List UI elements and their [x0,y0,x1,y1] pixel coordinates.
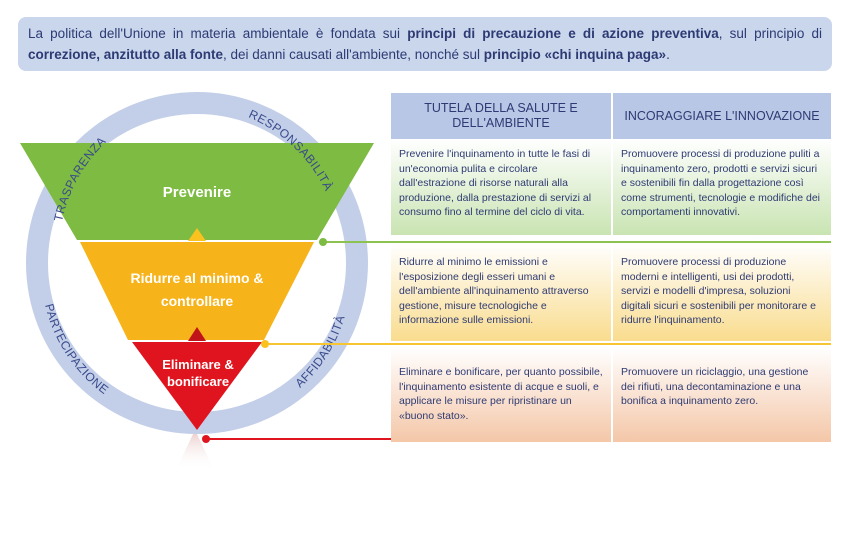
banner-text-2: , sul principio di [718,26,823,41]
level-2-label-line2: controllare [161,293,234,309]
cell-eliminate-health: Eliminare e bonificare, per quanto possi… [399,366,603,422]
table-row: Prevenire l'inquinamento in tutte le fas… [391,139,831,235]
cell-eliminate-innovation: Promuovere un riciclaggio, una gestione … [611,347,831,442]
banner-text-3: , dei danni causati all'ambiente, nonché… [223,47,484,62]
marker-triangle-bottom [188,327,206,341]
cell-prevent-health: Prevenire l'inquinamento in tutte le fas… [399,148,592,218]
banner-bold-2: correzione, anzitutto alla fonte [28,47,224,62]
measures-table: TUTELA DELLA SALUTE E DELL'AMBIENTE INCO… [391,93,831,442]
connector-red-dot [202,435,210,443]
level-3-label-line2: bonificare [167,374,229,389]
banner-bold-3: principio «chi inquina paga» [483,47,667,62]
intro-banner: La politica dell'Unione in materia ambie… [18,17,832,71]
connector-green-dot [319,238,327,246]
marker-triangle-top [188,228,206,241]
layer-prevent [20,143,374,240]
cell-prevent-innovation: Promuovere processi di produzione puliti… [611,139,831,235]
header-innovation: INCORAGGIARE L'INNOVAZIONE [611,93,831,139]
header-health-environment: TUTELA DELLA SALUTE E DELL'AMBIENTE [391,93,611,139]
table-row: Ridurre al minimo le emissioni e l'espos… [391,243,831,341]
layer-reduce [80,242,314,340]
layer-eliminate [132,342,262,430]
pyramid-reflection [176,430,214,470]
banner-text-1: La politica dell'Unione in materia ambie… [28,26,408,41]
level-2-label-line1: Ridurre al minimo & [130,270,263,286]
cell-reduce-health: Ridurre al minimo le emissioni e l'espos… [399,256,589,326]
cell-reduce-innovation: Promuovere processi di produzione modern… [611,243,831,341]
level-1-label: Prevenire [163,184,231,201]
table-row: Eliminare e bonificare, per quanto possi… [391,347,831,442]
banner-text-4: . [666,47,670,62]
banner-bold-1: principi di precauzione e di azione prev… [407,26,719,41]
connector-yellow-dot [261,340,269,348]
level-3-label-line1: Eliminare & [162,357,234,372]
table-header: TUTELA DELLA SALUTE E DELL'AMBIENTE INCO… [391,93,831,139]
